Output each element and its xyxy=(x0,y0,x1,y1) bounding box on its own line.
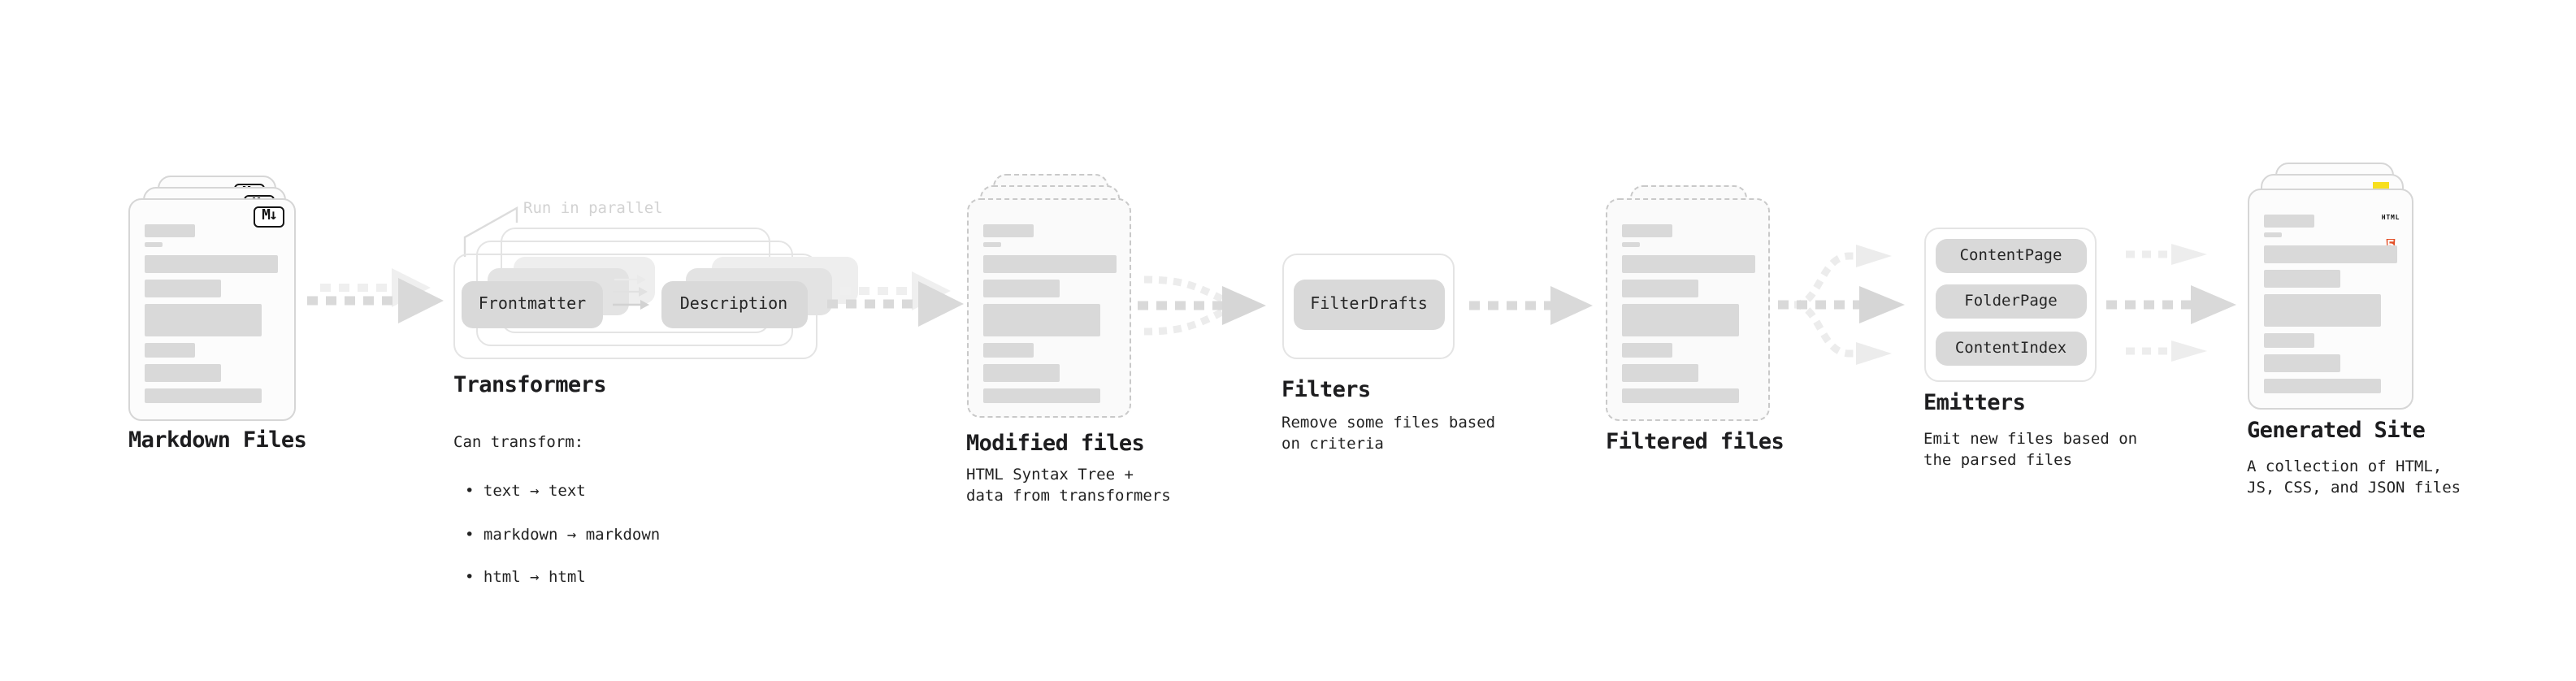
text-line-placeholder xyxy=(2263,294,2380,327)
transformer-chip-frontmatter: Frontmatter xyxy=(462,280,603,327)
text-line-placeholder xyxy=(982,363,1059,381)
text-line-placeholder xyxy=(145,255,278,273)
text-line-placeholder xyxy=(982,388,1099,402)
text-line-placeholder xyxy=(145,242,163,247)
text-line-placeholder xyxy=(1622,254,1755,272)
arrow-filters-to-filtered xyxy=(1469,286,1593,325)
text-line-placeholder xyxy=(1622,342,1672,357)
filter-chip-filterdrafts: FilterDrafts xyxy=(1293,279,1445,330)
text-line-placeholder xyxy=(982,279,1059,297)
stage-title-transformers: Transformers xyxy=(453,372,606,398)
text-line-placeholder xyxy=(2263,379,2380,393)
arrow-emitters-to-generated xyxy=(2106,244,2236,362)
text-line-placeholder xyxy=(145,343,195,358)
arrow-filtered-to-emitters xyxy=(1778,245,1905,365)
emitters-box xyxy=(1923,227,2097,382)
text-line-placeholder xyxy=(145,280,221,297)
text-line-placeholder xyxy=(982,254,1116,272)
transformers-capabilities: text → text markdown → markdown html → h… xyxy=(465,459,660,612)
stage-title-markdown-files: Markdown Files xyxy=(128,427,307,453)
text-line-placeholder xyxy=(1622,241,1640,246)
capability-item: text → text xyxy=(465,480,660,502)
stage-title-modified-files: Modified files xyxy=(966,430,1145,456)
text-line-placeholder xyxy=(145,224,195,237)
emitter-chip-folderpage: FolderPage xyxy=(1935,284,2087,319)
text-line-placeholder xyxy=(982,342,1033,357)
text-line-placeholder xyxy=(2263,333,2314,348)
arrow-modified-to-filters xyxy=(1138,275,1266,336)
file-card-front xyxy=(1606,197,1770,420)
file-card-front xyxy=(966,197,1131,417)
annotation-leader-line xyxy=(463,206,518,257)
text-line-placeholder xyxy=(2263,215,2314,228)
text-line-placeholder xyxy=(145,304,262,336)
stage-title-filters: Filters xyxy=(1281,376,1371,402)
text-line-placeholder xyxy=(2263,354,2340,372)
filters-description: Remove some files based on criteria xyxy=(1281,414,1496,454)
transformers-description: Can transform: text → text markdown → ma… xyxy=(453,411,660,633)
emitters-description: Emit new files based on the parsed files xyxy=(1923,431,2138,471)
text-line-placeholder xyxy=(982,223,1033,236)
text-line-placeholder xyxy=(2263,245,2396,263)
text-line-placeholder xyxy=(1622,388,1739,402)
run-in-parallel-annotation: Run in parallel xyxy=(523,200,663,218)
stage-title-generated-site: Generated Site xyxy=(2247,418,2426,444)
text-line-placeholder xyxy=(1622,363,1698,381)
modified-files-description: HTML Syntax Tree + data from transformer… xyxy=(966,466,1171,506)
text-line-placeholder xyxy=(1622,223,1672,236)
text-line-placeholder xyxy=(1622,303,1739,336)
arrow-transformers-to-modified xyxy=(827,271,964,327)
transformer-chip-description: Description xyxy=(661,280,807,327)
generated-site-description: A collection of HTML, JS, CSS, and JSON … xyxy=(2247,458,2461,497)
parallel-step-arrows xyxy=(613,274,649,309)
capability-item: markdown → markdown xyxy=(465,524,660,546)
text-line-placeholder xyxy=(2263,270,2340,288)
text-line-placeholder xyxy=(2263,232,2281,237)
transformers-description-heading: Can transform: xyxy=(453,434,584,453)
text-line-placeholder xyxy=(145,364,221,382)
arrow-markdown-to-transformers xyxy=(307,268,444,323)
emitter-chip-contentpage: ContentPage xyxy=(1935,238,2087,272)
javascript-icon xyxy=(2372,181,2389,189)
text-line-placeholder xyxy=(1622,279,1698,297)
capability-item: html → html xyxy=(465,568,660,590)
stage-title-filtered-files: Filtered files xyxy=(1606,429,1785,455)
emitter-chip-contentindex: ContentIndex xyxy=(1935,332,2087,366)
filters-box xyxy=(1281,254,1455,359)
file-card-front: M↓ xyxy=(128,198,296,421)
html5-icon-word: HTML xyxy=(2381,212,2400,220)
markdown-icon: M↓ xyxy=(254,206,284,228)
text-line-placeholder xyxy=(982,303,1099,336)
text-line-placeholder xyxy=(982,241,1000,246)
stage-title-emitters: Emitters xyxy=(1923,390,2026,416)
text-line-placeholder xyxy=(145,388,262,403)
file-card-front: HTML 5 xyxy=(2247,189,2413,409)
